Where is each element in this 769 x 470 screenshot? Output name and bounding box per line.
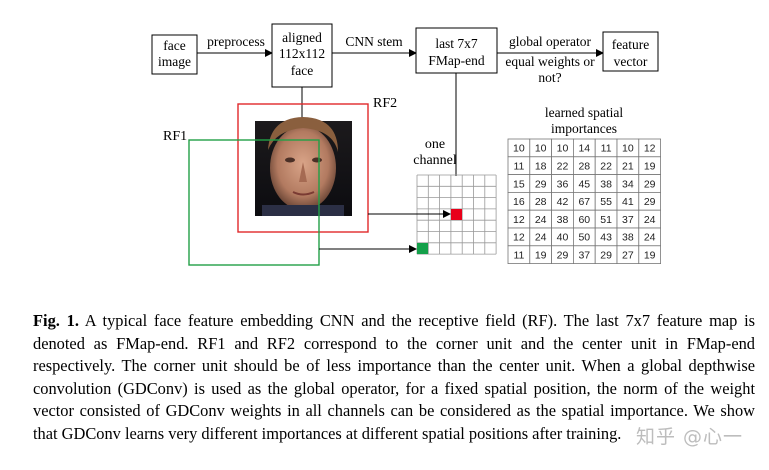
importance-value: 29: [600, 250, 612, 262]
importance-value: 50: [578, 232, 590, 244]
aligned-label-1: aligned: [282, 30, 322, 45]
importance-value: 29: [644, 178, 656, 190]
face-image-label-2: image: [158, 54, 191, 69]
aligned-face-box: [271, 23, 333, 88]
importance-value: 18: [535, 161, 547, 173]
importance-value: 38: [622, 232, 634, 244]
fmap-label-1: last 7x7: [435, 36, 478, 51]
importance-value: 10: [535, 143, 547, 155]
spatial-title-2: importances: [551, 121, 617, 136]
importance-value: 12: [513, 214, 525, 226]
rf2-label: RF2: [373, 96, 397, 111]
importance-value: 28: [535, 196, 547, 208]
importance-value: 24: [644, 214, 656, 226]
importance-value: 60: [578, 214, 590, 226]
rf1-label: RF1: [163, 129, 187, 144]
importance-value: 27: [622, 250, 634, 262]
center-unit-cell: [451, 209, 462, 220]
fmap-end-box: [415, 27, 498, 74]
feature-label-2: vector: [614, 54, 648, 69]
importance-value: 45: [578, 178, 590, 190]
feature-vector-box: [602, 31, 659, 72]
importance-table: 10 10 10 14 11 10 12 11 18 22 28 22 21 19 15 29 36 45 38 34…: [507, 138, 661, 265]
caption-text: A typical face feature embedding CNN and…: [33, 311, 755, 443]
importance-value: 38: [557, 214, 569, 226]
importance-value: 22: [600, 161, 612, 173]
spatial-title-1: learned spatial: [545, 105, 624, 120]
importance-value: 24: [535, 214, 547, 226]
importance-value: 11: [601, 143, 612, 155]
importance-value: 67: [578, 196, 590, 208]
aligned-label-2: 112x112: [279, 46, 325, 61]
importance-value: 38: [600, 178, 612, 190]
importance-value: 11: [513, 250, 524, 262]
one-channel-label-1: one: [425, 137, 445, 152]
importance-value: 22: [557, 161, 569, 173]
aligned-label-3: face: [291, 63, 313, 78]
global-operator-label: global operator: [509, 34, 592, 49]
importance-value: 43: [600, 232, 612, 244]
importance-value: 29: [535, 178, 547, 190]
importance-value: 37: [578, 250, 590, 262]
importance-value: 10: [557, 143, 569, 155]
importance-value: 19: [644, 161, 656, 173]
importance-value: 16: [513, 196, 525, 208]
figure-caption: Fig. 1. A typical face feature embedding…: [33, 310, 755, 445]
importance-value: 19: [535, 250, 547, 262]
preprocess-label: preprocess: [207, 34, 265, 49]
importance-value: 36: [557, 178, 569, 190]
importance-value: 24: [644, 232, 656, 244]
fmap-label-2: FMap-end: [428, 53, 484, 68]
importance-value: 51: [600, 214, 612, 226]
importance-value: 19: [644, 250, 656, 262]
importance-cell: [638, 245, 661, 265]
importance-value: 40: [557, 232, 569, 244]
importance-value: 21: [622, 161, 634, 173]
feature-label-1: feature: [612, 37, 649, 52]
importance-value: 37: [622, 214, 634, 226]
importance-value: 10: [513, 143, 525, 155]
question-label-2: not?: [538, 70, 561, 85]
corner-unit-cell: [417, 243, 428, 254]
importance-value: 28: [578, 161, 590, 173]
importance-value: 29: [644, 196, 656, 208]
face-image-label-1: face: [163, 38, 185, 53]
face-photo: [255, 117, 352, 216]
importance-value: 11: [513, 161, 524, 173]
importance-value: 29: [557, 250, 569, 262]
rf2-box: [237, 103, 369, 233]
importance-value: 42: [557, 196, 569, 208]
importance-value: 34: [622, 178, 634, 190]
one-channel-grid: [416, 174, 497, 255]
importance-value: 14: [578, 143, 590, 155]
face-image-box: [151, 34, 198, 75]
importance-value: 41: [622, 196, 634, 208]
importance-value: 15: [513, 178, 525, 190]
importance-value: 55: [600, 196, 612, 208]
zhihu-watermark: 知乎 @心一: [636, 426, 744, 448]
cnn-stem-label: CNN stem: [345, 34, 403, 49]
caption-label: Fig. 1.: [33, 311, 79, 330]
figure-diagram: face image preprocess aligned 112x112 fa…: [151, 23, 661, 266]
importance-value: 12: [513, 232, 525, 244]
rf1-box: [188, 139, 320, 266]
importance-value: 12: [644, 143, 656, 155]
one-channel-label-2: channel: [413, 153, 457, 168]
importance-value: 24: [535, 232, 547, 244]
importance-value: 10: [622, 143, 634, 155]
question-label-1: equal weights or: [505, 54, 595, 69]
